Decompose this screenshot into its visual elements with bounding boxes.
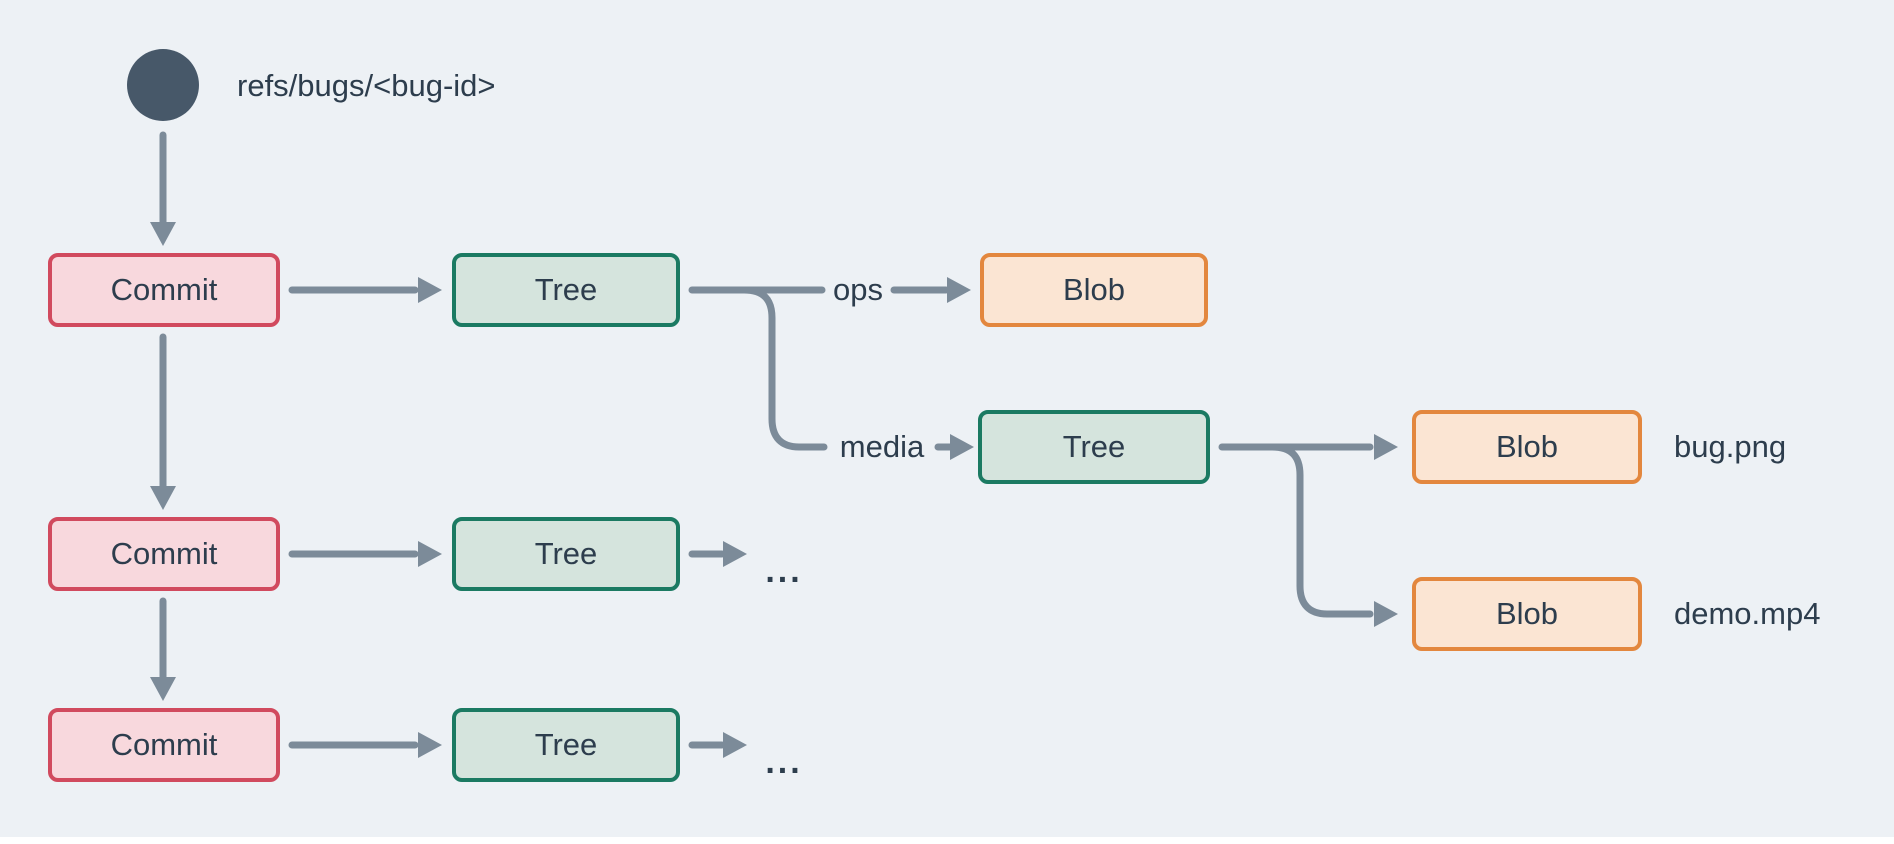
blob-node-bug-png: Blob bbox=[1412, 410, 1642, 484]
blob-node-demo-mp4: Blob bbox=[1412, 577, 1642, 651]
commit-node-2: Commit bbox=[48, 517, 280, 591]
edge-commit3-tree-arrowhead bbox=[418, 732, 442, 758]
edge-commit1-tree1-arrowhead bbox=[418, 277, 442, 303]
file-label-bug-png: bug.png bbox=[1674, 429, 1787, 464]
blob-node-bug-png-label: Blob bbox=[1495, 429, 1559, 464]
commit-node-1: Commit bbox=[48, 253, 280, 327]
file-label-demo-mp4: demo.mp4 bbox=[1674, 596, 1821, 631]
commit-node-3-label: Commit bbox=[110, 727, 218, 762]
edge-media-tree2-arrowhead bbox=[950, 434, 974, 460]
commit-node-3: Commit bbox=[48, 708, 280, 782]
edge-tree2-blobdemo-curve bbox=[1268, 443, 1374, 618]
edge-tree2-blobbug-arrowhead bbox=[1374, 434, 1398, 460]
commit-node-1-label: Commit bbox=[110, 272, 218, 307]
bottom-strip bbox=[0, 837, 1894, 844]
edge-commit1-commit2-arrowhead bbox=[150, 486, 176, 510]
edge-commit2-tree-arrowhead bbox=[418, 541, 442, 567]
edge-label-ops: ops bbox=[833, 272, 883, 307]
ref-node-circle bbox=[127, 49, 199, 121]
edge-tree1-media-curve bbox=[740, 286, 828, 451]
edge-tree-row2-ellipsis-arrowhead bbox=[723, 541, 747, 567]
tree-node-1-label: Tree bbox=[534, 272, 598, 307]
ref-label: refs/bugs/<bug-id> bbox=[237, 68, 496, 103]
ellipsis-row2: ... bbox=[765, 552, 803, 590]
edge-label-media: media bbox=[839, 429, 925, 464]
tree-node-media: Tree bbox=[978, 410, 1210, 484]
blob-node-ops-label: Blob bbox=[1062, 272, 1126, 307]
tree-node-2: Tree bbox=[452, 517, 680, 591]
edge-tree2-blobdemo-arrowhead bbox=[1374, 601, 1398, 627]
edge-commit2-commit3-arrowhead bbox=[150, 677, 176, 701]
tree-node-2-label: Tree bbox=[534, 536, 598, 571]
tree-node-3: Tree bbox=[452, 708, 680, 782]
edge-tree-row3-ellipsis-arrowhead bbox=[723, 732, 747, 758]
edge-ref-commit1-arrowhead bbox=[150, 222, 176, 246]
ellipsis-row3: ... bbox=[765, 743, 803, 781]
tree-node-3-label: Tree bbox=[534, 727, 598, 762]
blob-node-demo-mp4-label: Blob bbox=[1495, 596, 1559, 631]
tree-node-1: Tree bbox=[452, 253, 680, 327]
commit-node-2-label: Commit bbox=[110, 536, 218, 571]
tree-node-media-label: Tree bbox=[1062, 429, 1126, 464]
blob-node-ops: Blob bbox=[980, 253, 1208, 327]
edge-ops-blob-arrowhead bbox=[947, 277, 971, 303]
